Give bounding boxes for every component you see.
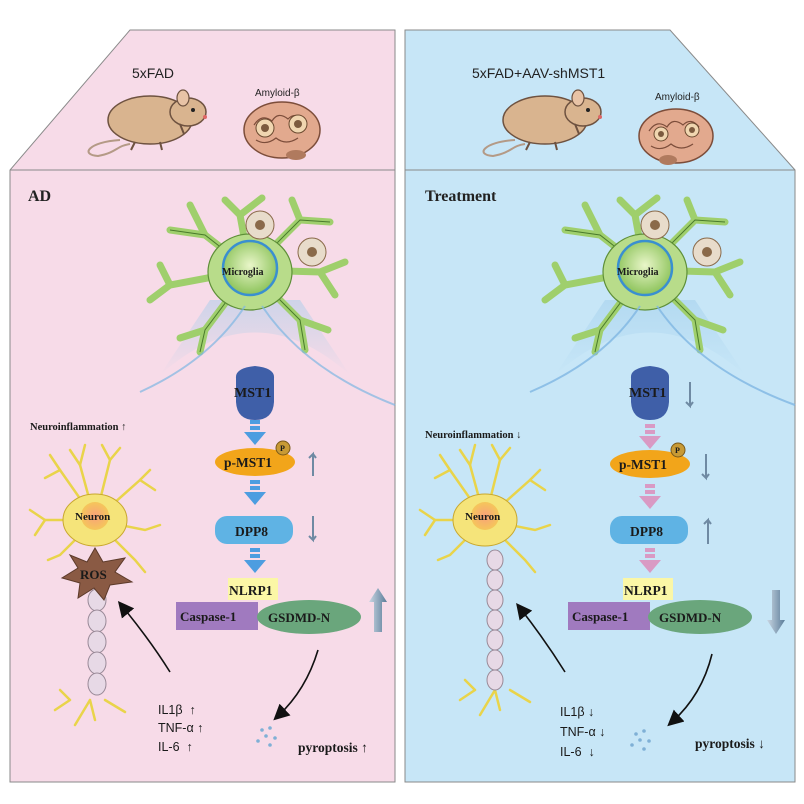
ad-microglia-illustration — [146, 194, 350, 375]
treatment-cytokine-1: IL1β ↓ — [560, 705, 594, 719]
ad-cytokine-2: TNF-α ↑ — [158, 721, 203, 735]
ad-dpp8-trend-icon — [308, 516, 317, 543]
treatment-pathway: MST1 P p-MST1 DPP8 NLRP1 Caspase-1 GSDMD… — [568, 366, 752, 634]
treatment-neuron-illustration — [418, 443, 552, 717]
treatment-amyloid-label: Amyloid-β — [655, 92, 700, 103]
treatment-curve-right — [656, 305, 796, 406]
ad-mst1-node — [235, 366, 275, 420]
ad-pyroptosis-particles — [256, 726, 277, 747]
ad-caspase1-node — [176, 602, 258, 630]
ad-curve-left — [139, 305, 246, 393]
ad-nlrp1-node — [228, 578, 278, 600]
ad-arrow-to-neuron — [117, 601, 171, 673]
treatment-arrow-to-neuron — [516, 602, 566, 673]
treatment-phospho-dot — [670, 442, 686, 458]
ad-neuron-illustration — [28, 443, 162, 727]
ad-arrow-to-pyroptosis — [273, 649, 319, 721]
ad-amyloid-label: Amyloid-β — [255, 88, 300, 99]
ad-gsdmd-label: GSDMD-N — [268, 610, 331, 625]
treatment-pmst1-trend-icon — [701, 454, 710, 481]
treatment-arrow-1 — [639, 424, 661, 449]
treatment-caspase1-node — [568, 602, 650, 630]
treatment-caspase1-label: Caspase-1 — [572, 609, 628, 624]
treatment-gsdmd-trend-icon — [767, 590, 785, 634]
treatment-gsdmd-label: GSDMD-N — [659, 610, 722, 625]
ad-arrow-3 — [244, 548, 266, 573]
treatment-arrow-2 — [639, 484, 661, 509]
treatment-curve-left — [529, 305, 641, 393]
treatment-cytokine-3: IL-6 ↓ — [560, 745, 595, 759]
ad-neuroinflammation: Neuroinflammation ↑ — [30, 422, 126, 433]
treatment-brain-illustration — [638, 108, 714, 165]
ad-curve-right — [261, 305, 396, 406]
treatment-microglia-label: Microglia — [617, 267, 658, 278]
ad-ros-star — [60, 546, 134, 601]
treatment-arrow-3 — [639, 548, 661, 573]
treatment-dpp8-trend-icon — [703, 517, 712, 544]
ad-ros-label: ROS — [80, 567, 107, 582]
ad-pyroptosis-label: pyroptosis ↑ — [298, 740, 368, 755]
ad-mst1-label: MST1 — [234, 386, 271, 401]
treatment-nlrp1-label: NLRP1 — [624, 583, 668, 598]
ad-nlrp1-label: NLRP1 — [229, 583, 273, 598]
ad-arrow-1 — [244, 420, 266, 445]
treatment-microglia-illustration — [541, 194, 745, 375]
treatment-panel: 5xFAD+AAV-shMST1 Amyloid-β Treatment — [404, 29, 796, 783]
treatment-nlrp1-node — [623, 578, 673, 600]
ad-panel: 5xFAD Amyloid-β AD — [9, 29, 396, 783]
treatment-phospho-label: P — [675, 446, 680, 455]
treatment-neuron-label: Neuron — [465, 511, 500, 523]
ad-phospho-dot — [275, 440, 291, 456]
treatment-arrow-to-pyroptosis — [667, 653, 713, 727]
ad-cytokine-1: IL1β ↑ — [158, 703, 196, 717]
treatment-mst1-node — [630, 366, 670, 420]
treatment-cytokine-2: TNF-α ↓ — [560, 725, 605, 739]
ad-panel-title: AD — [28, 188, 51, 205]
treatment-pmst1-node — [610, 450, 690, 478]
ad-cytokine-3: IL-6 ↑ — [158, 740, 193, 754]
treatment-mouse-label: 5xFAD+AAV-shMST1 — [472, 65, 605, 81]
treatment-panel-title: Treatment — [425, 188, 497, 205]
ad-mouse-label: 5xFAD — [132, 65, 174, 81]
ad-pmst1-trend-icon — [308, 451, 317, 476]
treatment-panel-background — [404, 29, 796, 783]
ad-mouse-illustration — [87, 89, 207, 158]
ad-microglia-label: Microglia — [222, 267, 263, 278]
treatment-neuroinflammation: Neuroinflammation ↓ — [425, 430, 521, 441]
treatment-pyroptosis-particles — [630, 729, 651, 751]
ad-panel-background — [9, 29, 396, 783]
ad-pmst1-label: p-MST1 — [224, 455, 272, 470]
ad-dpp8-node — [215, 516, 293, 544]
treatment-mouse-illustration — [482, 89, 602, 158]
ad-caspase1-label: Caspase-1 — [180, 609, 236, 624]
treatment-mst1-trend-icon — [685, 382, 694, 409]
treatment-pyroptosis-label: pyroptosis ↓ — [695, 736, 765, 751]
ad-gsdmd-trend-icon — [369, 588, 387, 632]
ad-pathway: MST1 P p-MST1 DPP8 NLRP1 Caspase-1 GSDMD… — [176, 366, 361, 634]
treatment-mst1-label: MST1 — [629, 386, 666, 401]
treatment-pmst1-label: p-MST1 — [619, 457, 667, 472]
ad-pmst1-node — [215, 448, 295, 476]
treatment-gsdmd-node — [648, 600, 752, 634]
treatment-dpp8-node — [610, 516, 688, 544]
ad-arrow-2 — [244, 480, 266, 505]
treatment-dpp8-label: DPP8 — [630, 524, 663, 539]
ad-phospho-label: P — [280, 444, 285, 453]
ad-neuron-label: Neuron — [75, 511, 110, 523]
ad-gsdmd-node — [257, 600, 361, 634]
ad-brain-illustration — [243, 101, 321, 160]
ad-dpp8-label: DPP8 — [235, 524, 268, 539]
